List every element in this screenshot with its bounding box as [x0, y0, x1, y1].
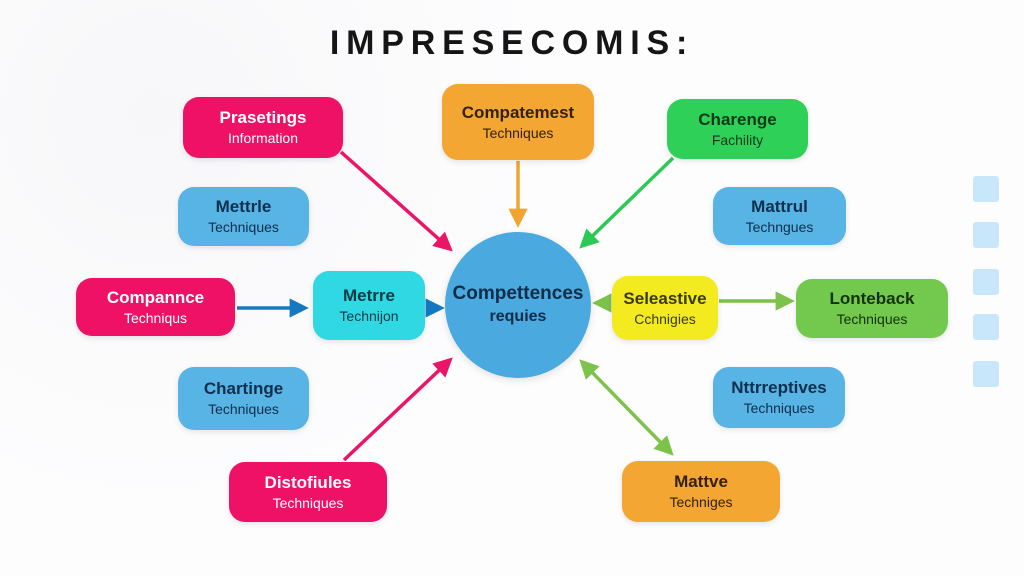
decor-square	[973, 314, 999, 340]
decor-square	[973, 361, 999, 387]
node-charenge: Charenge Fachility	[667, 99, 808, 159]
node-subtitle: Techniques	[208, 401, 279, 418]
node-subtitle: Techniques	[836, 311, 908, 328]
node-prasetings: Prasetings Information	[183, 97, 343, 158]
node-title: Mattrul	[751, 196, 808, 216]
node-distofiules: Distofiules Techniques	[229, 462, 387, 522]
node-title: Lonteback	[829, 289, 915, 309]
node-title: Mattve	[674, 472, 728, 492]
node-metrre: Metrre Technijon	[313, 271, 425, 340]
node-subtitle: Techngues	[745, 218, 814, 235]
node-subtitle: Fachility	[711, 131, 764, 148]
node-compatemest: Compatemest Techniques	[442, 84, 594, 160]
node-subtitle: Techniques	[743, 400, 815, 417]
node-subtitle: Techniqus	[123, 309, 188, 326]
node-mettrle: Mettrle Techniques	[178, 187, 309, 246]
node-title: Compannce	[106, 287, 205, 307]
node-chartinge: Chartinge Techniques	[178, 367, 309, 430]
page-title: IMPRESECOMIS:	[329, 24, 695, 62]
node-subtitle: Techniques	[208, 219, 279, 236]
node-subtitle: Technijon	[339, 308, 399, 325]
node-title: Mettrle	[215, 197, 272, 217]
node-title: Prasetings	[219, 108, 307, 128]
center-subtitle: requies	[489, 307, 547, 325]
node-subtitle: Cchnigies	[634, 310, 696, 327]
decor-square	[973, 176, 999, 202]
node-nttrreptives: Nttrreptives Techniques	[713, 367, 845, 428]
node-title: Charenge	[698, 109, 777, 129]
node-seleastive: Seleastive Cchnigies	[612, 276, 718, 340]
node-compannce: Compannce Techniqus	[76, 278, 235, 336]
arrow-prasetings-to-center	[339, 150, 453, 252]
node-lonteback: Lonteback Techniques	[796, 279, 948, 338]
arrow-charenge-to-center	[579, 156, 675, 249]
node-subtitle: Techniques	[272, 494, 344, 511]
decor-square	[973, 269, 999, 295]
decor-square	[973, 222, 999, 248]
node-mattve: Mattve Techniges	[622, 461, 780, 522]
node-title: Nttrreptives	[731, 378, 827, 398]
center-node-compettences: Compettences requies	[445, 232, 591, 378]
node-subtitle: Information	[227, 130, 299, 147]
node-title: Compatemest	[461, 102, 575, 122]
node-mattrul: Mattrul Techngues	[713, 187, 846, 245]
node-title: Chartinge	[203, 379, 284, 399]
node-title: Metrre	[343, 286, 395, 306]
center-title: Compettences	[452, 283, 584, 305]
arrow-center-mattve-double	[579, 359, 674, 456]
node-subtitle: Techniques	[482, 124, 554, 141]
node-title: Seleastive	[623, 288, 707, 308]
arrow-distofiules-to-center	[342, 357, 453, 462]
node-title: Distofiules	[264, 472, 352, 492]
node-subtitle: Techniges	[669, 494, 733, 511]
